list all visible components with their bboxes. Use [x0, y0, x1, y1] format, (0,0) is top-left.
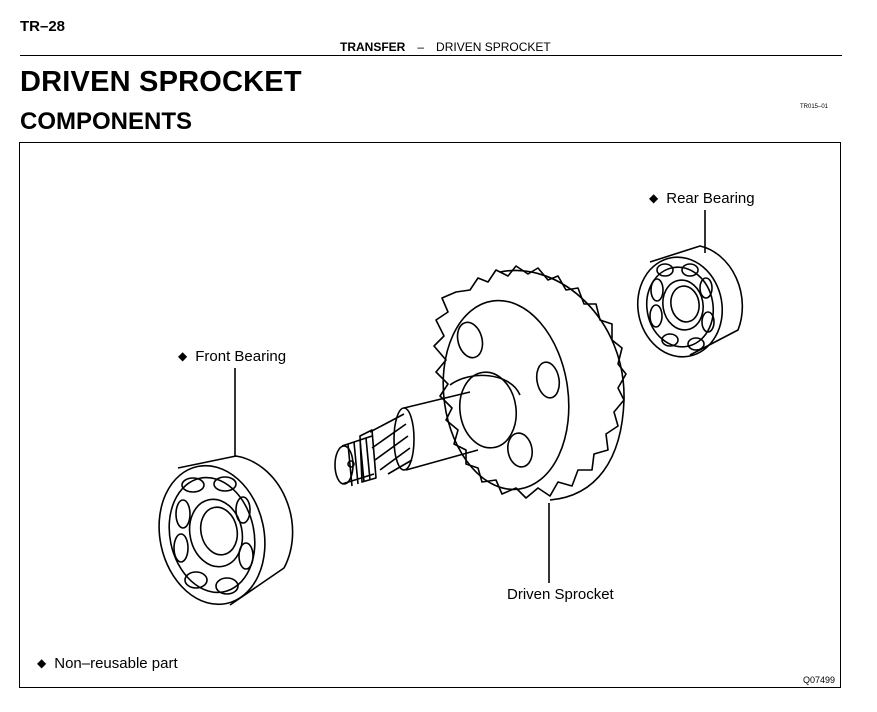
front-bearing-icon: [158, 455, 294, 606]
driven-sprocket-icon: [334, 265, 627, 501]
front-bearing-callout: ◆ Front Bearing: [178, 348, 286, 365]
document-code: TR015–01: [800, 104, 829, 110]
rear-bearing-callout: ◆ Rear Bearing: [649, 190, 755, 207]
header-separator: –: [417, 40, 425, 54]
rear-bearing-icon: [636, 245, 744, 358]
figure-frame: [19, 142, 841, 688]
diamond-icon: ◆: [178, 349, 188, 363]
page-title: DRIVEN SPROCKET: [20, 66, 302, 98]
figure-code: Q07499: [803, 675, 836, 685]
header-rule: [20, 55, 842, 56]
diamond-icon: ◆: [37, 656, 47, 670]
header-topic: DRIVEN SPROCKET: [436, 40, 551, 54]
diamond-icon: ◆: [649, 191, 659, 205]
driven-sprocket-label: Driven Sprocket: [507, 586, 614, 603]
legend: ◆ Non–reusable part: [37, 655, 178, 672]
driven-sprocket-callout: Driven Sprocket: [507, 586, 614, 603]
running-header: TRANSFER–DRIVEN SPROCKET: [340, 40, 551, 54]
front-bearing-label: Front Bearing: [195, 348, 287, 365]
header-section: TRANSFER: [340, 40, 406, 54]
page-subtitle: COMPONENTS: [20, 108, 193, 135]
rear-bearing-label: Rear Bearing: [666, 190, 755, 207]
legend-text: Non–reusable part: [54, 655, 178, 672]
page-number: TR–28: [20, 18, 66, 35]
